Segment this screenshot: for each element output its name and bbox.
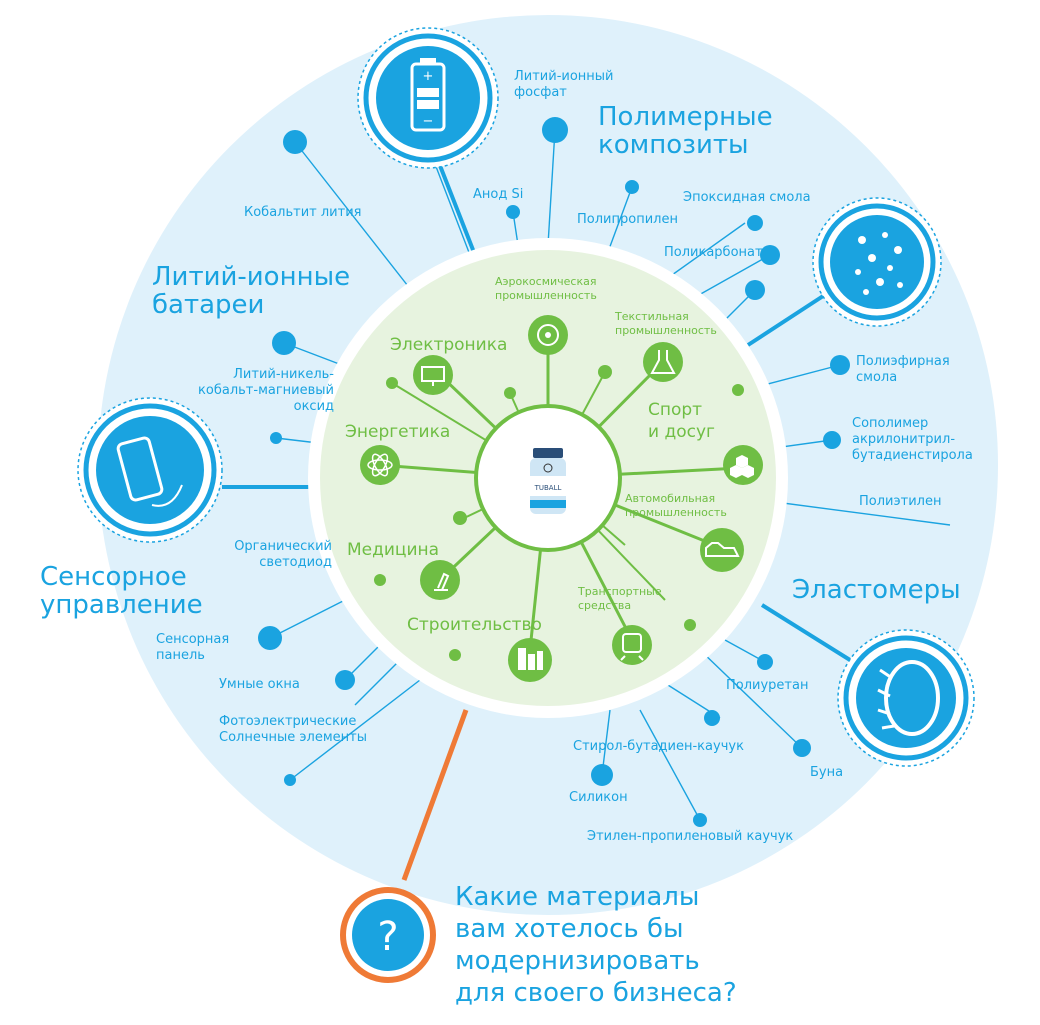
svg-text:−: − [423, 114, 434, 129]
flask-icon [643, 342, 683, 382]
industry-electronics: Электроника [390, 335, 507, 355]
question-icon [340, 887, 436, 983]
battery-icon: + − [357, 27, 499, 169]
item-polycarbonate: Поликарбонат [664, 245, 763, 260]
item-buna: Буна [810, 765, 843, 780]
aerospace-icon [528, 315, 568, 355]
category-elastomers: Эластомеры [792, 575, 961, 605]
energy-icon [360, 445, 400, 485]
industry-energy: Энергетика [345, 422, 450, 442]
construction-icon [508, 638, 552, 682]
industry-construction: Строительство [407, 615, 542, 635]
item-sbr: Стирол-бутадиен-каучук [573, 739, 744, 754]
blue-dots [258, 117, 850, 827]
item-cobaltite: Кобальтит лития [244, 205, 361, 220]
item-anode-si: Анод Si [473, 187, 523, 202]
electronics-icon [413, 355, 453, 395]
medicine-icon [420, 560, 460, 600]
tuball-jar-icon [530, 448, 566, 514]
green-dots [374, 365, 744, 661]
item-smart-windows: Умные окна [219, 677, 300, 692]
item-epoxy: Эпоксидная смола [683, 190, 811, 205]
product-label: TUBALL [534, 484, 562, 492]
item-polyurethane: Полиуретан [726, 678, 808, 693]
question-connector [401, 709, 469, 881]
hexagon-icon [723, 445, 763, 485]
industry-medicine: Медицина [347, 540, 439, 560]
item-polyethylene: Полиэтилен [859, 494, 941, 509]
car-icon [700, 528, 744, 572]
item-silicone: Силикон [569, 790, 628, 805]
question-mark: ? [377, 914, 398, 960]
polymer-icon [812, 197, 942, 327]
phone-icon [77, 397, 223, 543]
transport-icon [612, 625, 652, 665]
svg-text:+: + [423, 69, 434, 84]
item-epdm: Этилен-пропиленовый каучук [587, 829, 793, 844]
item-polypropylene: Полипропилен [577, 212, 678, 227]
tire-icon [837, 629, 975, 767]
